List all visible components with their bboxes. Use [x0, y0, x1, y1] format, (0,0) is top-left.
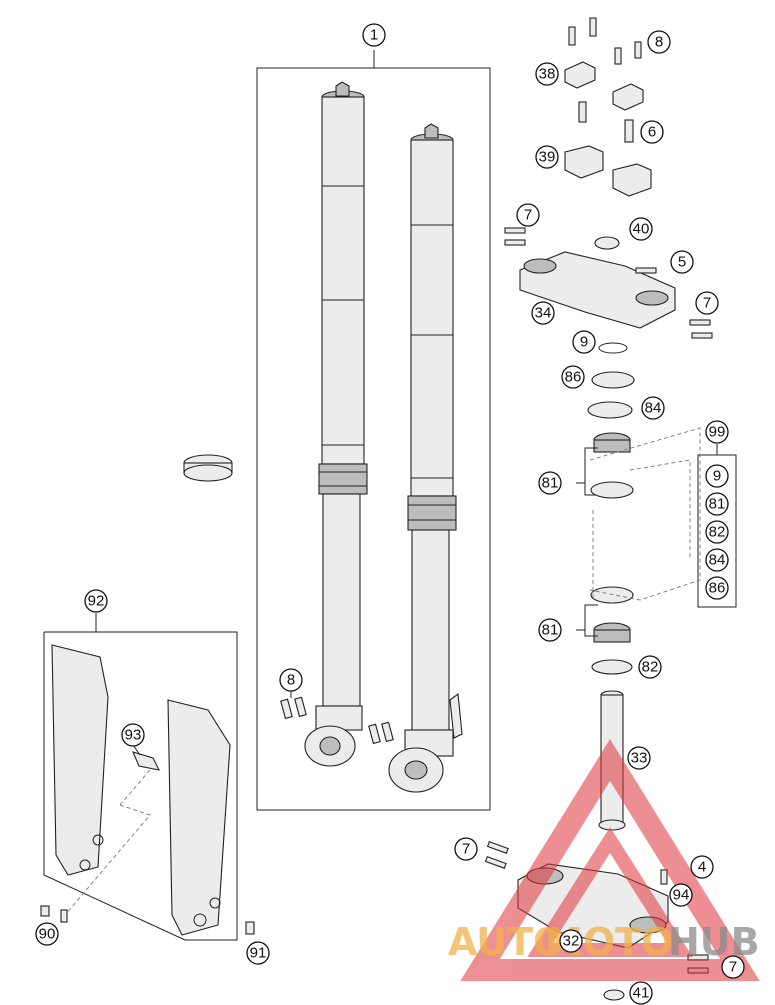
- callout-40: 40: [629, 217, 653, 241]
- svg-text:84: 84: [709, 552, 726, 569]
- callout-kit-84: 84: [705, 548, 729, 572]
- callout-5: 5: [670, 250, 694, 274]
- svg-text:8: 8: [287, 672, 295, 689]
- callout-92: 92: [84, 589, 108, 613]
- fork-protector-frame: [43, 631, 238, 941]
- callout-8-top: 8: [647, 30, 671, 54]
- fork-leg-left: [304, 81, 368, 767]
- fork-leg-right: [388, 123, 463, 793]
- watermark-text-hub: HUB: [668, 920, 760, 964]
- callout-81-upper: 81: [538, 471, 562, 495]
- svg-text:38: 38: [539, 66, 556, 83]
- watermark-triangle-inner: [527, 826, 693, 957]
- brake-line-clip: [64, 751, 160, 916]
- callout-41: 41: [629, 981, 653, 1005]
- svg-text:84: 84: [645, 400, 662, 417]
- callout-1: 1: [362, 23, 386, 47]
- callout-93: 93: [121, 723, 145, 747]
- svg-text:7: 7: [703, 295, 711, 312]
- callout-82: 82: [638, 655, 662, 679]
- callout-kit-9: 9: [705, 464, 729, 488]
- watermark-text-auto: AUTO: [448, 920, 565, 964]
- svg-text:94: 94: [673, 887, 690, 904]
- svg-text:34: 34: [535, 305, 552, 322]
- svg-text:81: 81: [542, 622, 559, 639]
- callout-8-lower: 8: [279, 668, 303, 692]
- watermark-logo: [460, 739, 760, 981]
- callout-leader-81: [576, 447, 598, 637]
- svg-text:91: 91: [250, 945, 267, 962]
- svg-text:90: 90: [39, 926, 56, 943]
- svg-text:81: 81: [542, 475, 559, 492]
- svg-text:5: 5: [678, 254, 686, 271]
- callout-81-lower: 81: [538, 618, 562, 642]
- callout-7-lower-left: 7: [454, 837, 478, 861]
- svg-text:8: 8: [655, 34, 663, 51]
- handlebar-clamp-bolts: [568, 17, 642, 65]
- fork-guard-right: [167, 699, 231, 936]
- svg-text:33: 33: [631, 750, 648, 767]
- svg-text:82: 82: [709, 524, 726, 541]
- svg-text:9: 9: [580, 334, 588, 351]
- callout-86: 86: [561, 365, 585, 389]
- svg-text:81: 81: [709, 496, 726, 513]
- handlebar-clamp-upper: [564, 61, 644, 111]
- callout-32: 32: [559, 929, 583, 953]
- svg-text:1: 1: [370, 27, 378, 44]
- callout-34: 34: [531, 301, 555, 325]
- callout-kit-81: 81: [705, 492, 729, 516]
- watermark-text: AUTO MOTO HUB: [448, 920, 760, 964]
- watermark-triangle-outer: [460, 739, 760, 981]
- callout-4: 4: [690, 855, 714, 879]
- svg-text:86: 86: [709, 580, 726, 597]
- callout-39: 39: [535, 145, 559, 169]
- callout-94: 94: [669, 883, 693, 907]
- svg-text:39: 39: [539, 149, 556, 166]
- callout-84: 84: [641, 396, 665, 420]
- callout-91: 91: [246, 941, 270, 965]
- callout-99: 99: [705, 420, 729, 444]
- callout-38: 38: [535, 62, 559, 86]
- fork-guard-left: [51, 644, 109, 876]
- svg-text:4: 4: [698, 859, 706, 876]
- callout-90: 90: [35, 922, 59, 946]
- svg-text:7: 7: [462, 841, 470, 858]
- callout-kit-86: 86: [705, 576, 729, 600]
- callout-33: 33: [627, 746, 651, 770]
- svg-text:99: 99: [709, 424, 726, 441]
- callout-7-upper-right: 7: [695, 291, 719, 315]
- svg-text:32: 32: [563, 933, 580, 950]
- frame-head-outline: [589, 427, 701, 601]
- fork-clamp-bolts: [280, 696, 394, 745]
- guard-screws: [40, 905, 255, 935]
- svg-text:7: 7: [524, 207, 532, 224]
- svg-text:86: 86: [565, 369, 582, 386]
- svg-text:82: 82: [642, 659, 659, 676]
- steering-bearings: [587, 342, 635, 675]
- callout-6: 6: [640, 120, 664, 144]
- callout-7-upper-left: 7: [516, 203, 540, 227]
- fork-ring-loose: [183, 454, 233, 482]
- svg-text:7: 7: [729, 959, 737, 976]
- svg-text:93: 93: [125, 727, 142, 744]
- callout-9: 9: [572, 330, 596, 354]
- svg-text:6: 6: [648, 124, 656, 141]
- callout-kit-82: 82: [705, 520, 729, 544]
- callout-7-lower-right: 7: [721, 955, 745, 979]
- handlebar-risers: [564, 101, 652, 197]
- svg-text:9: 9: [713, 468, 721, 485]
- svg-text:40: 40: [633, 221, 650, 238]
- upper-triple-clamp: [504, 227, 713, 339]
- svg-text:92: 92: [88, 593, 105, 610]
- svg-text:41: 41: [633, 985, 650, 1002]
